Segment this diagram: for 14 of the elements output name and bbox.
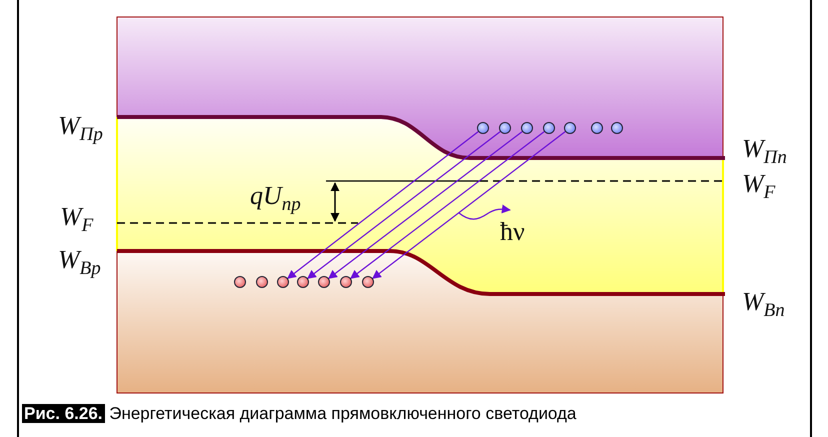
- energy-level-label: W$_{Вn}$: [742, 288, 785, 324]
- arrow: [372, 131, 566, 279]
- energy-level-label: W$_{Πn}$: [742, 135, 787, 170]
- arrow: [350, 131, 545, 279]
- arrow: [307, 131, 501, 279]
- energy-level-label: W$_{Вp}$: [58, 246, 101, 282]
- arrow: [287, 131, 479, 279]
- energy-level-label: W$_{F}$: [60, 203, 94, 238]
- arrow: [328, 131, 523, 279]
- energy-gap-label: qU$_{пр}$: [250, 182, 301, 218]
- figure-caption: Рис. 6.26. Энергетическая диаграмма прямовключенного светодиода: [22, 404, 576, 424]
- energy-level-label: W$_{F}$: [742, 170, 776, 206]
- energy-level-label: W$_{Πp}$: [58, 112, 103, 148]
- photon-label: ħν: [500, 218, 525, 246]
